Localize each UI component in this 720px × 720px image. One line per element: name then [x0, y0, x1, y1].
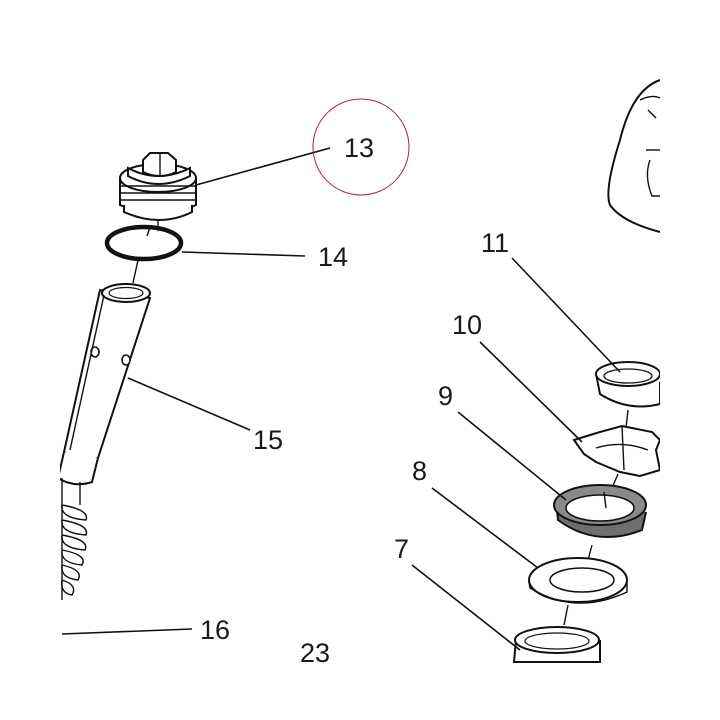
- part-15-tube: [56, 283, 152, 486]
- leader-15: [127, 377, 251, 431]
- part-14-o-ring: [104, 224, 184, 284]
- leader-8: [431, 487, 539, 569]
- callout-labels: 13 14 15 16 23 11 10 9 8 7: [200, 133, 509, 668]
- leader-10: [479, 341, 583, 443]
- part-frame-bracket: [607, 79, 661, 233]
- part-13-plug: [119, 152, 197, 232]
- leader-14: [181, 251, 306, 257]
- leader-16: [61, 628, 193, 635]
- callout-8: 8: [412, 456, 427, 486]
- crop-mask-left: [0, 0, 60, 720]
- leader-lines: [61, 147, 621, 651]
- callout-10: 10: [452, 310, 482, 340]
- part-9-seal-ring: [553, 484, 647, 561]
- callout-7: 7: [394, 534, 409, 564]
- callout-15: 15: [253, 425, 283, 455]
- crop-mask-bottom: [0, 663, 720, 720]
- leader-11: [511, 257, 621, 373]
- callout-9: 9: [438, 381, 453, 411]
- part-8-flat-washer: [528, 557, 628, 626]
- part-16-spring: [61, 478, 88, 600]
- leader-9: [457, 411, 567, 501]
- callout-11: 11: [481, 228, 509, 258]
- leader-7: [411, 564, 521, 651]
- leader-13: [195, 147, 331, 186]
- part-11-bearing-cup: [595, 361, 661, 429]
- crop-mask-right: [660, 0, 720, 720]
- callout-13: 13: [344, 133, 374, 163]
- part-7-sleeve: [512, 626, 601, 663]
- highlight-circle-13: [312, 98, 410, 196]
- callout-14: 14: [318, 242, 348, 272]
- callout-16: 16: [200, 615, 230, 645]
- part-10-lock-washer: [572, 424, 662, 489]
